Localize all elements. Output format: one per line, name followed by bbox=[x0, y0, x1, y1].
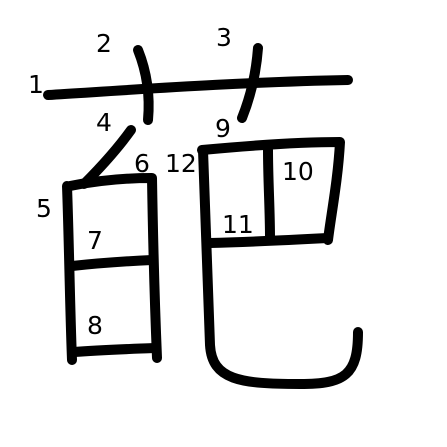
stroke-number-10: 10 bbox=[282, 157, 314, 186]
stroke-7 bbox=[67, 255, 157, 271]
stroke-number-12: 12 bbox=[165, 149, 197, 178]
stroke-10 bbox=[263, 145, 275, 243]
stroke-number-11: 11 bbox=[222, 210, 254, 239]
stroke-11 bbox=[205, 233, 333, 248]
stroke-number-2: 2 bbox=[96, 29, 112, 58]
stroke-number-8: 8 bbox=[87, 311, 103, 340]
stroke-number-7: 7 bbox=[87, 226, 103, 255]
stroke-2 bbox=[133, 45, 154, 125]
stroke-number-5: 5 bbox=[36, 194, 52, 223]
stroke-number-6: 6 bbox=[134, 149, 150, 178]
stroke-5 bbox=[62, 181, 77, 365]
stroke-number-1: 1 bbox=[28, 70, 44, 99]
stroke-1 bbox=[43, 75, 353, 100]
stroke-9 bbox=[197, 137, 345, 245]
stroke-number-4: 4 bbox=[96, 108, 112, 137]
stroke-12 bbox=[198, 145, 363, 389]
stroke-3 bbox=[237, 43, 263, 123]
stroke-number-3: 3 bbox=[216, 23, 232, 52]
stroke-6 bbox=[65, 173, 162, 363]
stroke-8 bbox=[69, 343, 159, 357]
stroke-number-9: 9 bbox=[215, 114, 231, 143]
